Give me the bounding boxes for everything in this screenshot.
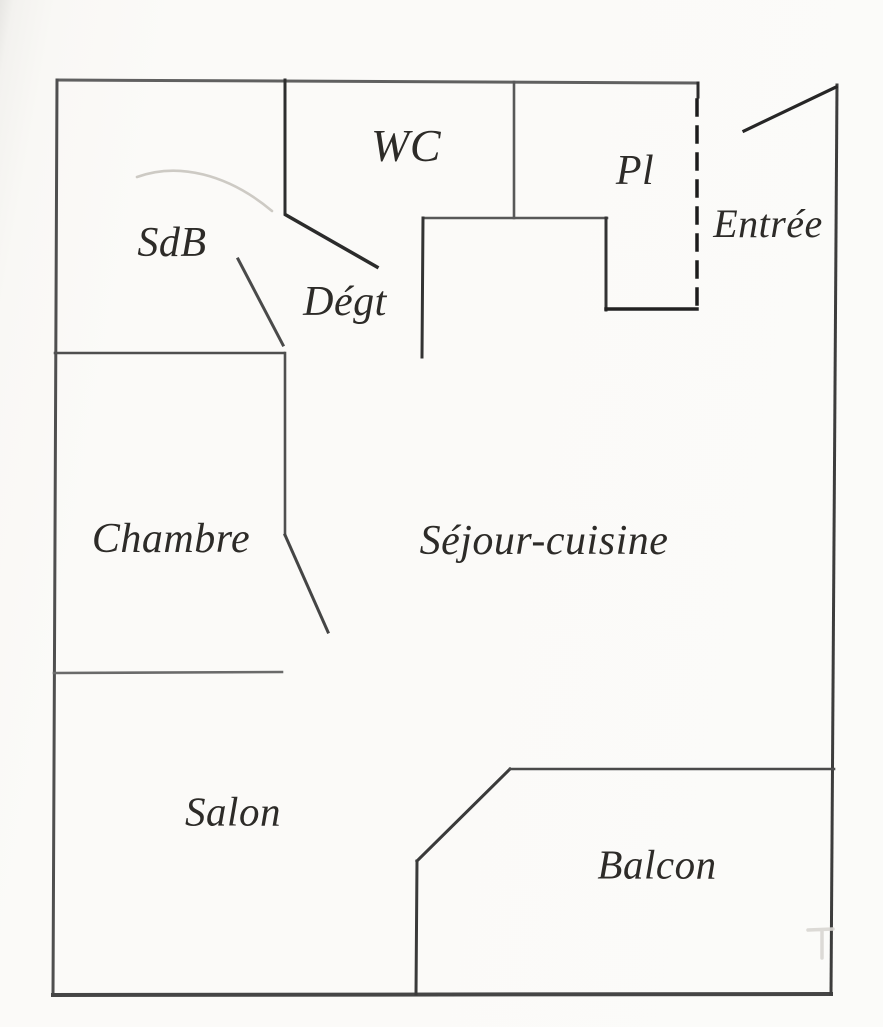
kitchen-nook-left	[420, 216, 425, 359]
wc-door-leaf	[283, 212, 380, 270]
balcony-left-wall	[414, 859, 419, 996]
chambre-bottom-wall	[52, 670, 284, 675]
room-label-entree: Entrée	[713, 201, 823, 246]
room-label-sdb: SdB	[137, 220, 207, 266]
outer-top-wall	[55, 78, 700, 85]
chambre-door-leaf	[283, 533, 330, 634]
sdb-door-leaf	[235, 256, 286, 348]
entry-door-leaf	[741, 84, 839, 134]
room-label-wc: WC	[371, 120, 441, 171]
balcony-diagonal-wall	[414, 766, 513, 864]
room-label-degt: Dégt	[303, 279, 387, 325]
room-label-sejour-cuisine: Séjour-cuisine	[419, 518, 669, 564]
room-label-chambre: Chambre	[91, 516, 251, 562]
room-label-salon: Salon	[185, 788, 281, 835]
room-label-balcon: Balcon	[597, 841, 717, 888]
sdb-faint-pencil-arc	[135, 169, 274, 213]
room-label-pl: Pl	[615, 148, 655, 194]
scan-mark-t-shape	[806, 927, 835, 960]
outer-right-wall	[829, 83, 839, 996]
outer-left-wall	[51, 78, 59, 997]
outer-bottom-wall	[50, 991, 834, 998]
